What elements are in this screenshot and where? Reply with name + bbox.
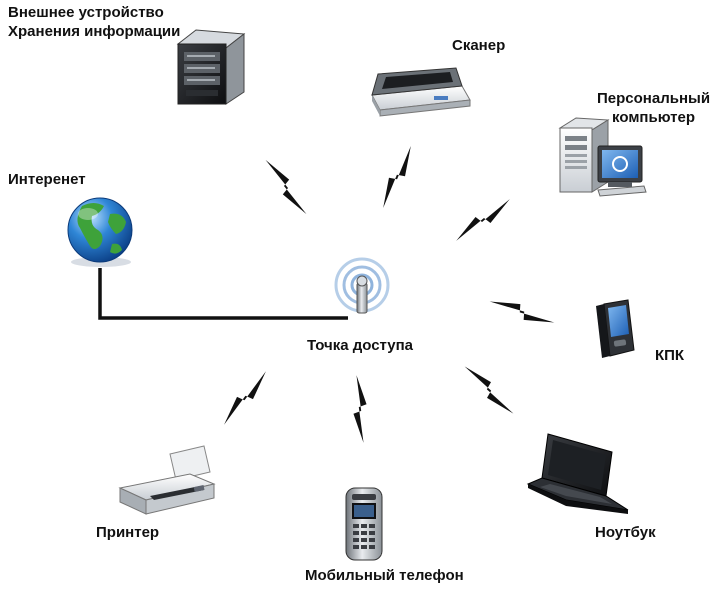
wifi-antenna-icon <box>334 257 390 314</box>
label-internet: Интеренет <box>8 171 86 188</box>
signal-bolt-pda <box>489 301 555 323</box>
server-tower-icon <box>176 29 246 105</box>
flatbed-scanner-icon <box>371 67 471 117</box>
internet-cable <box>98 268 348 320</box>
desktop-computer-icon <box>558 117 647 197</box>
laptop-icon <box>526 433 629 514</box>
label-access-point: Точка доступа <box>307 337 414 354</box>
globe-icon <box>67 197 133 267</box>
label-mobile-phone: Мобильный телефон <box>305 567 464 584</box>
label-external-storage-line1: Внешнее устройство <box>8 4 164 21</box>
label-laptop: Ноутбук <box>595 524 656 541</box>
wireless-signals <box>224 145 555 443</box>
label-pda: КПК <box>655 347 685 364</box>
signal-bolt-scanner <box>383 145 411 209</box>
pda-icon <box>596 299 635 358</box>
label-personal-computer-line1: Персональный <box>597 90 711 107</box>
label-printer: Принтер <box>96 524 160 541</box>
label-personal-computer-line2: компьютер <box>612 109 695 126</box>
signal-bolt-pc <box>456 199 510 241</box>
mobile-phone-icon <box>345 487 383 561</box>
label-personal-computer: Персональный компьютер <box>597 89 710 127</box>
printer-icon <box>118 445 216 515</box>
label-scanner: Сканер <box>452 37 506 54</box>
signal-bolt-laptop <box>464 366 514 414</box>
label-external-storage: Внешнее устройство Хранения информации <box>8 3 180 41</box>
label-external-storage-line2: Хранения информации <box>8 23 181 40</box>
signal-bolt-phone <box>353 375 367 443</box>
signal-bolt-printer <box>224 371 266 425</box>
signal-bolt-storage <box>265 159 307 215</box>
